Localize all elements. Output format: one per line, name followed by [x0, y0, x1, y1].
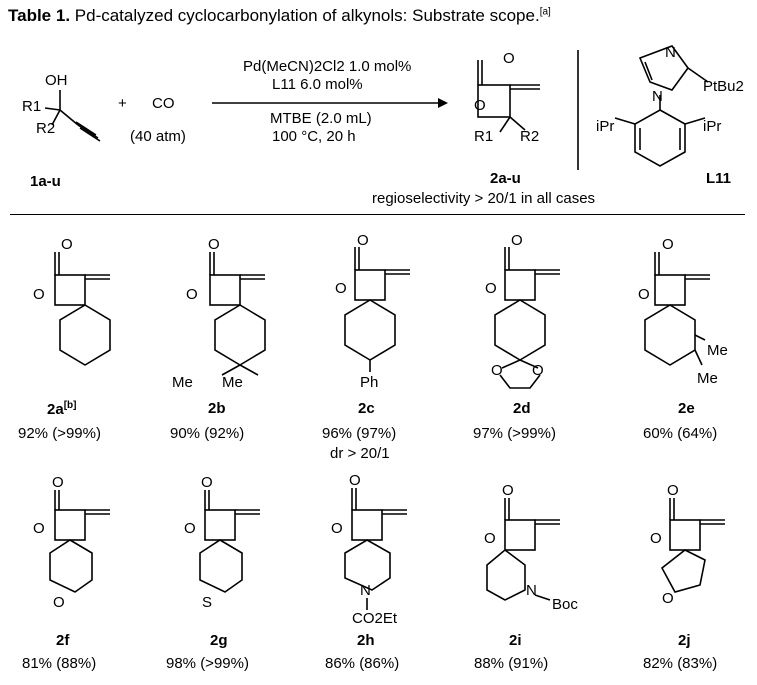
- 2d-carbonyl-o: O: [511, 232, 523, 249]
- 2h-co2et: CO2Et: [352, 610, 398, 627]
- product-2e: [644, 252, 710, 366]
- 2e-yield: 60% (64%): [643, 425, 718, 442]
- 2j-label: 2j: [678, 632, 691, 649]
- title-footnote: [a]: [539, 6, 551, 18]
- 2f-label: 2f: [56, 632, 70, 649]
- 2b-me-left: Me: [172, 374, 193, 391]
- ligand-ptbu2: PtBu2: [703, 78, 744, 95]
- 2f-carbonyl-o: O: [52, 474, 64, 491]
- ligand-loading: L11 6.0 mol%: [272, 76, 363, 93]
- 2e-me-top: Me: [707, 342, 728, 359]
- product-2c: [344, 247, 410, 372]
- 2a-label: 2a[b]: [47, 400, 77, 418]
- 2e-ring-o: O: [638, 286, 650, 303]
- reactant-label: 1a-u: [30, 173, 61, 190]
- 2e-me-bottom: Me: [697, 370, 718, 387]
- 2c-label: 2c: [358, 400, 375, 417]
- 2g-thiane-s: S: [202, 594, 213, 611]
- reactant-r2: R2: [36, 120, 56, 137]
- 2d-ring-o: O: [485, 280, 497, 297]
- 2d-yield: 97% (>99%): [473, 425, 556, 442]
- ligand-n-top: N: [665, 44, 676, 61]
- 2c-ring-o: O: [335, 280, 347, 297]
- product-2b: [209, 252, 266, 376]
- product-2f: [49, 490, 110, 593]
- 2g-yield: 98% (>99%): [166, 655, 249, 672]
- 2h-carbonyl-o: O: [349, 472, 361, 489]
- product-r2: R2: [520, 128, 540, 145]
- solvent-text: MTBE (2.0 mL): [270, 110, 372, 127]
- reactant-oh: OH: [45, 72, 68, 89]
- conditions-text: 100 °C, 20 h: [272, 128, 356, 145]
- 2h-n: N: [360, 582, 371, 599]
- 2d-ketal-o-left: O: [491, 362, 503, 379]
- 2h-label: 2h: [357, 632, 375, 649]
- 2a-carbonyl-o: O: [61, 236, 73, 253]
- 2j-yield: 82% (83%): [643, 655, 718, 672]
- 2j-thf-o: O: [662, 590, 674, 607]
- table-caption: Pd-catalyzed cyclocarbonylation of alkyn…: [70, 6, 540, 25]
- 2i-yield: 88% (91%): [474, 655, 549, 672]
- product-r1: R1: [474, 128, 494, 145]
- product-2i: [486, 498, 560, 601]
- product-2h: [344, 488, 407, 610]
- product-structure: [477, 60, 540, 133]
- product-2j: [660, 498, 725, 593]
- 2e-label: 2e: [678, 400, 695, 417]
- 2e-carbonyl-o: O: [662, 236, 674, 253]
- table-title: Table 1. Pd-catalyzed cyclocarbonylation…: [8, 6, 551, 26]
- 2f-oxane-o: O: [53, 594, 65, 611]
- 2j-carbonyl-o: O: [667, 482, 679, 499]
- 2b-ring-o: O: [186, 286, 198, 303]
- regioselectivity-note: regioselectivity > 20/1 in all cases: [372, 190, 596, 207]
- 2g-label: 2g: [210, 632, 228, 649]
- co-pressure: (40 atm): [130, 128, 186, 145]
- ligand-structure: [614, 45, 709, 167]
- section-divider: [10, 214, 745, 215]
- 2i-boc: Boc: [552, 596, 578, 613]
- 2a-yield: 92% (>99%): [18, 425, 101, 442]
- 2i-carbonyl-o: O: [502, 482, 514, 499]
- 2b-me-right: Me: [222, 374, 243, 391]
- 2i-label: 2i: [509, 632, 522, 649]
- 2j-ring-o: O: [650, 530, 662, 547]
- ligand-ipr-left: iPr: [596, 118, 615, 135]
- 2d-ketal-o-right: O: [532, 362, 544, 379]
- co-reagent: CO: [152, 95, 175, 112]
- 2c-ph: Ph: [360, 374, 379, 391]
- 2c-dr: dr > 20/1: [330, 445, 390, 462]
- 2h-yield: 86% (86%): [325, 655, 400, 672]
- product-carbonyl-o: O: [503, 50, 515, 67]
- product-2d: [494, 247, 560, 389]
- 2a-ring-o: O: [33, 286, 45, 303]
- 2i-n: N: [526, 582, 537, 599]
- 2b-label: 2b: [208, 400, 226, 417]
- 2g-ring-o: O: [184, 520, 196, 537]
- reactant-structure: [44, 90, 101, 142]
- 2f-yield: 81% (88%): [22, 655, 97, 672]
- 2f-ring-o: O: [33, 520, 45, 537]
- reactant-r1: R1: [22, 98, 42, 115]
- ligand-label: L11: [706, 170, 732, 187]
- reaction-arrow: [212, 98, 448, 108]
- product-label: 2a-u: [490, 170, 521, 187]
- 2c-yield: 96% (97%): [322, 425, 397, 442]
- 2i-ring-o: O: [484, 530, 496, 547]
- ligand-n: N: [652, 88, 663, 105]
- 2c-carbonyl-o: O: [357, 232, 369, 249]
- 2b-yield: 90% (92%): [170, 425, 245, 442]
- product-2g: [199, 490, 260, 593]
- product-2a: [54, 252, 111, 366]
- 2h-ring-o: O: [331, 520, 343, 537]
- ligand-ipr-right: iPr: [703, 118, 722, 135]
- plus-sign: +: [118, 95, 127, 112]
- product-o: O: [474, 97, 486, 114]
- 2b-carbonyl-o: O: [208, 236, 220, 253]
- table-number: Table 1.: [8, 6, 71, 25]
- 2d-label: 2d: [513, 400, 531, 417]
- 2g-carbonyl-o: O: [201, 474, 213, 491]
- catalyst-text: Pd(MeCN)2Cl2 1.0 mol%: [243, 58, 412, 75]
